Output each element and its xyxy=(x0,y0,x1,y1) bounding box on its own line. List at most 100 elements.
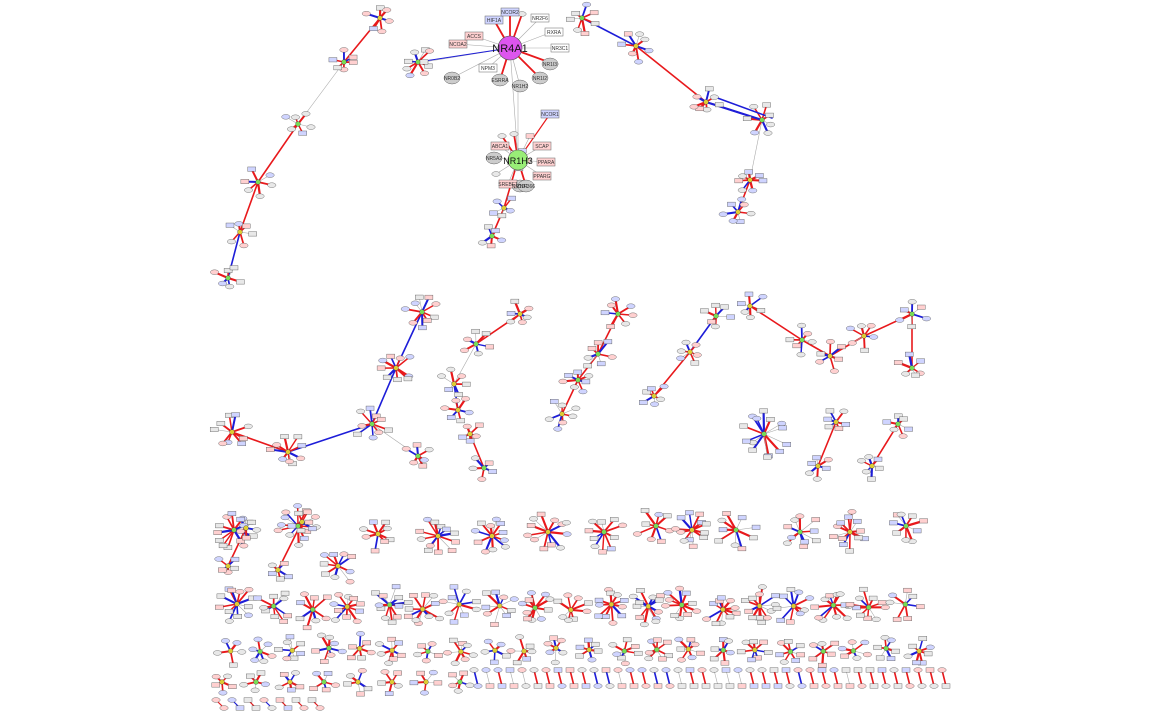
network-node xyxy=(905,351,914,357)
network-node xyxy=(296,641,305,647)
network-node xyxy=(656,396,666,402)
labeled-node xyxy=(544,27,564,37)
network-node xyxy=(272,442,282,448)
node-label: NR1I3 xyxy=(543,62,557,68)
labeled-node xyxy=(478,63,498,73)
network-node xyxy=(856,612,865,618)
network-node xyxy=(427,641,437,647)
network-node xyxy=(285,532,295,538)
labeled-node xyxy=(531,71,549,85)
network-node xyxy=(755,173,764,179)
network-node xyxy=(755,591,764,597)
network-node xyxy=(837,344,846,350)
network-edge xyxy=(533,669,539,687)
network-node xyxy=(278,456,288,462)
network-node xyxy=(281,509,291,515)
network-node xyxy=(740,309,750,315)
network-node xyxy=(444,610,454,616)
network-node xyxy=(456,418,465,424)
network-node xyxy=(497,213,507,219)
network-node xyxy=(462,642,472,649)
network-edge xyxy=(374,533,379,552)
network-node xyxy=(356,691,365,697)
network-node xyxy=(748,615,757,621)
network-node xyxy=(302,625,312,631)
network-node xyxy=(250,687,260,693)
network-node xyxy=(458,434,467,440)
network-node xyxy=(795,513,805,519)
network-node xyxy=(869,334,879,340)
network-node xyxy=(478,240,487,246)
network-hub-node xyxy=(790,603,797,609)
network-node xyxy=(575,653,584,659)
node-label: PPARA xyxy=(538,160,555,166)
network-hub-node xyxy=(375,531,381,537)
network-node xyxy=(378,593,388,599)
network-node xyxy=(410,49,420,55)
network-node xyxy=(892,616,902,622)
network-node xyxy=(434,653,443,658)
network-node xyxy=(861,469,871,475)
network-node xyxy=(484,460,494,466)
network-node xyxy=(558,420,568,426)
labeled-node xyxy=(511,79,529,93)
network-node xyxy=(481,667,491,673)
network-node xyxy=(568,413,578,419)
network-node xyxy=(306,124,316,130)
network-node xyxy=(744,169,753,175)
network-edge xyxy=(789,605,795,623)
network-edge xyxy=(845,669,851,687)
network-edge xyxy=(485,669,491,687)
network-node xyxy=(617,683,627,689)
network-node xyxy=(594,597,604,603)
network-node xyxy=(811,517,820,523)
network-edge xyxy=(639,589,650,608)
network-node xyxy=(847,639,857,645)
network-node xyxy=(337,648,347,655)
network-node xyxy=(569,683,579,689)
network-node xyxy=(330,574,340,580)
network-hub-node xyxy=(679,602,685,608)
network-node xyxy=(506,608,516,613)
network-edge xyxy=(388,603,393,624)
node-label: ZNF366 xyxy=(517,184,535,190)
network-node xyxy=(424,613,434,619)
network-node xyxy=(882,419,892,425)
network-node xyxy=(671,526,680,532)
network-node xyxy=(490,622,499,627)
network-node xyxy=(750,130,760,136)
network-hub-node xyxy=(451,381,457,387)
network-node xyxy=(433,680,443,686)
network-node xyxy=(437,373,446,379)
network-node xyxy=(713,683,723,689)
network-node xyxy=(837,645,847,652)
network-node xyxy=(908,593,918,599)
network-node xyxy=(248,646,258,652)
network-edge xyxy=(763,433,768,458)
network-hub-node xyxy=(799,337,805,343)
network-node xyxy=(650,401,659,407)
network-node xyxy=(453,688,463,694)
network-node xyxy=(505,208,515,214)
network-node xyxy=(653,683,663,689)
network-edge xyxy=(473,669,479,687)
network-hub-node xyxy=(575,377,581,383)
network-node xyxy=(825,593,835,599)
network-node xyxy=(293,434,303,440)
network-node xyxy=(273,527,283,534)
network-node xyxy=(420,690,429,696)
network-node xyxy=(420,70,429,76)
network-node xyxy=(773,683,783,689)
network-node xyxy=(243,604,253,610)
network-edge xyxy=(420,296,430,314)
network-node xyxy=(756,308,766,313)
network-node xyxy=(865,667,875,673)
network-node xyxy=(275,576,285,582)
network-node xyxy=(661,603,670,609)
network-node xyxy=(545,596,555,602)
network-edge xyxy=(635,45,707,103)
network-node xyxy=(465,682,475,688)
network-node xyxy=(404,58,413,64)
network-node xyxy=(526,523,536,528)
network-node xyxy=(334,608,343,613)
